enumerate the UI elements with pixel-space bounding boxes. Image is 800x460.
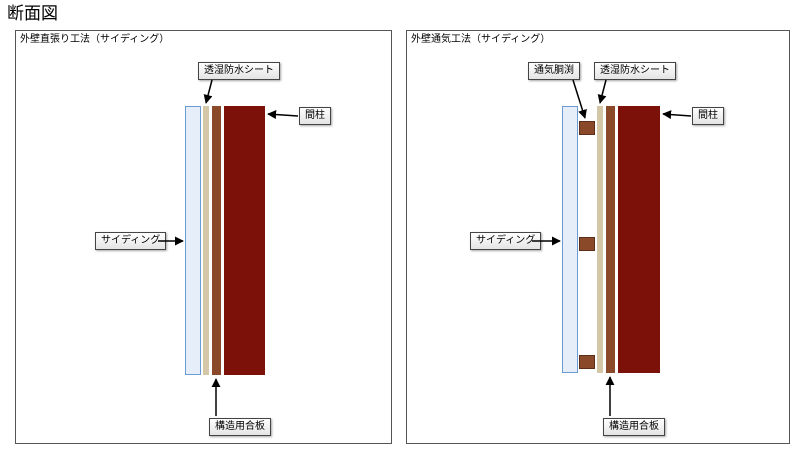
- membrane-layer-left: [203, 106, 209, 375]
- label-stud-right: 間柱: [692, 107, 724, 125]
- panel-title-ventilated: 外壁通気工法（サイディング）: [411, 34, 551, 45]
- label-siding-right: サイディング: [470, 232, 542, 250]
- stud-layer-right: [618, 106, 660, 373]
- plywood-layer-right: [606, 106, 615, 373]
- furring-strip-middle: [579, 237, 595, 251]
- label-plywood-right: 構造用合板: [603, 418, 665, 436]
- label-furring-right: 通気胴渕: [528, 62, 580, 80]
- furring-strip-top: [579, 121, 595, 135]
- siding-layer-right: [562, 106, 578, 373]
- label-membrane-left: 透湿防水シート: [198, 62, 280, 80]
- label-plywood-left: 構造用合板: [209, 418, 271, 436]
- label-siding-left: サイディング: [95, 232, 167, 250]
- label-membrane-right: 透湿防水シート: [594, 62, 676, 80]
- page-title: 断面図: [7, 4, 58, 24]
- plywood-layer-left: [212, 106, 221, 375]
- furring-strip-bottom: [579, 355, 595, 369]
- stud-layer-left: [224, 106, 265, 375]
- panel-title-direct: 外壁直張り工法（サイディング）: [20, 34, 170, 45]
- siding-layer-left: [185, 106, 201, 375]
- membrane-layer-right: [597, 106, 603, 373]
- label-stud-left: 間柱: [299, 107, 331, 125]
